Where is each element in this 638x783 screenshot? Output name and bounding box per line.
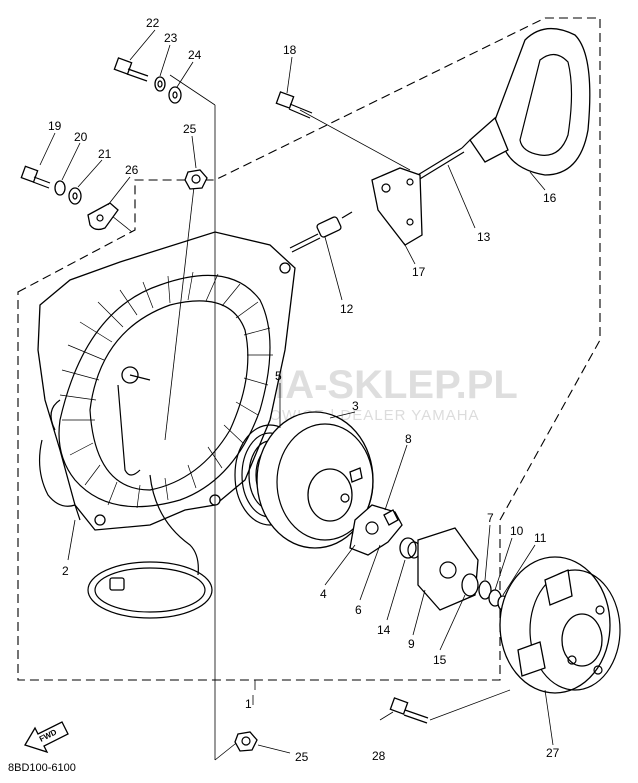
bracket-26 <box>87 202 119 231</box>
starter-rope-loop <box>87 384 213 619</box>
callout-12: 12 <box>340 302 354 316</box>
fwd-arrow-icon: FWD <box>24 721 69 754</box>
callout-22: 22 <box>146 16 160 30</box>
starter-case <box>37 231 296 531</box>
bolt-28 <box>389 697 429 724</box>
callout-7: 7 <box>487 511 494 525</box>
callout-4: 4 <box>320 587 327 601</box>
callout-6: 6 <box>355 603 362 617</box>
washer-21 <box>68 187 82 205</box>
washer-7 <box>478 580 492 600</box>
callout-2: 2 <box>62 564 69 578</box>
callout-1: 1 <box>245 697 252 711</box>
ratchet-plate <box>417 527 479 611</box>
callout-3: 3 <box>352 399 359 413</box>
assembly-boundary <box>17 17 601 681</box>
callout-5: 5 <box>275 369 282 383</box>
callout-23: 23 <box>164 31 178 45</box>
diagram-code: 8BD100-6100 <box>8 762 76 774</box>
callout-9: 9 <box>408 637 415 651</box>
callout-27: 27 <box>546 746 560 760</box>
callout-26: 26 <box>125 163 139 177</box>
washer-24 <box>168 86 182 104</box>
ratchet-pawl <box>349 504 403 556</box>
starter-handle <box>461 28 591 176</box>
callout-18: 18 <box>283 43 297 57</box>
washer-15 <box>461 573 479 597</box>
bolt-22 <box>113 57 149 82</box>
rope-guide <box>289 211 353 253</box>
callout-17: 17 <box>412 265 426 279</box>
drive-pulley <box>499 556 621 694</box>
nut-25-top <box>184 169 208 190</box>
callout-labels: 1 2 3 4 5 6 7 8 9 10 11 12 13 14 15 16 1… <box>48 16 560 764</box>
callout-21: 21 <box>98 147 112 161</box>
callout-14: 14 <box>377 623 391 637</box>
callout-19: 19 <box>48 119 62 133</box>
callout-15: 15 <box>433 653 447 667</box>
callout-10: 10 <box>510 524 524 538</box>
callout-8: 8 <box>405 432 412 446</box>
callout-24: 24 <box>188 48 202 62</box>
callout-16: 16 <box>543 191 557 205</box>
rope-reel <box>256 411 374 549</box>
case-fins <box>59 271 273 509</box>
bolt-19 <box>20 165 51 189</box>
callout-20: 20 <box>74 130 88 144</box>
rope-guide-bracket <box>371 167 423 246</box>
bolt-18 <box>275 91 313 119</box>
ratchet-spring <box>399 537 421 559</box>
callout-25-top: 25 <box>183 122 197 136</box>
leader-lines <box>106 74 511 761</box>
callout-leaders <box>39 29 554 754</box>
washer-23 <box>154 76 166 92</box>
callout-25-bottom: 25 <box>295 750 309 764</box>
callout-28: 28 <box>372 749 386 763</box>
callout-13: 13 <box>477 230 491 244</box>
nut-25-bottom <box>234 731 258 752</box>
washer-20 <box>54 180 66 196</box>
gasket <box>38 399 81 521</box>
callout-11: 11 <box>534 531 547 545</box>
